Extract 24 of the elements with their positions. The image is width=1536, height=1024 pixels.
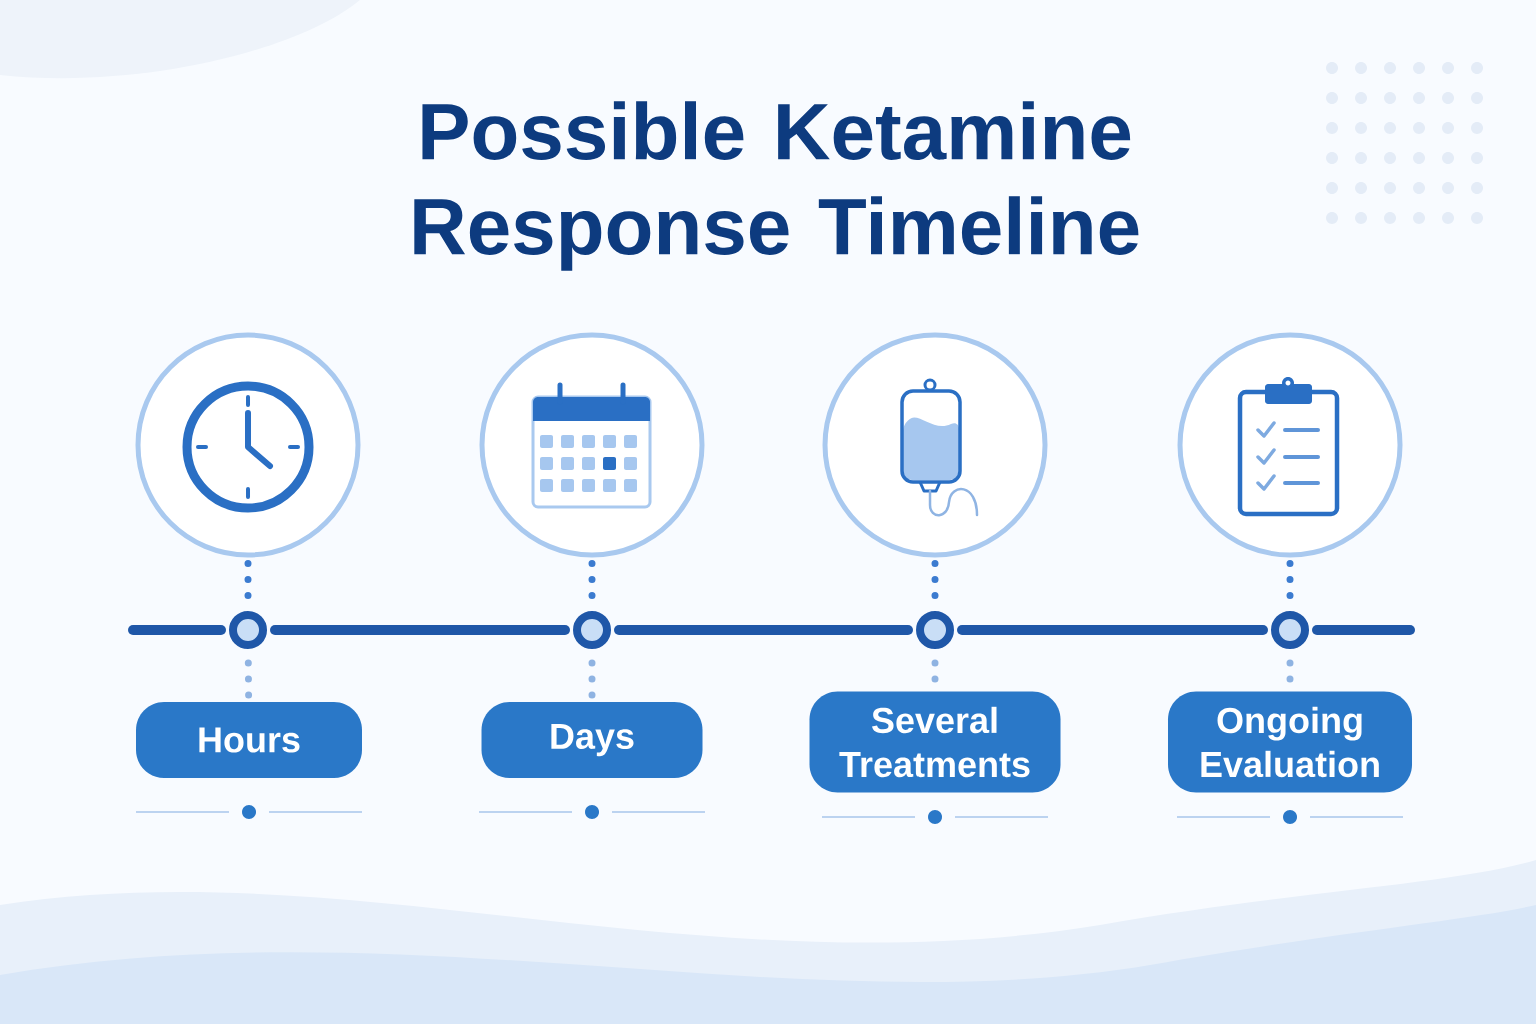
timeline-line	[128, 625, 226, 635]
timeline-dot	[916, 611, 954, 649]
dotted-connector	[1286, 659, 1294, 684]
timeline-dot	[1271, 611, 1309, 649]
stage-pill: Ongoing Evaluation	[1168, 691, 1412, 793]
timeline-line	[270, 625, 570, 635]
dotted-connector	[244, 659, 253, 700]
timeline-line	[957, 625, 1268, 635]
timeline-line	[614, 625, 913, 635]
timeline-dot	[573, 611, 611, 649]
dotted-connector	[244, 560, 252, 601]
stage-pill: Several Treatments	[809, 691, 1061, 793]
icon-circle	[822, 332, 1048, 558]
timeline-line	[1312, 625, 1415, 635]
dotted-connector	[588, 659, 596, 700]
icon-circle	[135, 332, 361, 558]
title: Possible Ketamine Response Timeline	[414, 101, 1139, 271]
stage-pill: Hours	[136, 702, 362, 778]
dotted-connector	[588, 560, 596, 601]
stage-pill: Days	[481, 702, 703, 778]
timeline-dot	[229, 611, 267, 649]
dotted-connector	[931, 659, 939, 684]
dotted-connector	[1286, 560, 1294, 601]
dotted-connector	[931, 560, 939, 601]
